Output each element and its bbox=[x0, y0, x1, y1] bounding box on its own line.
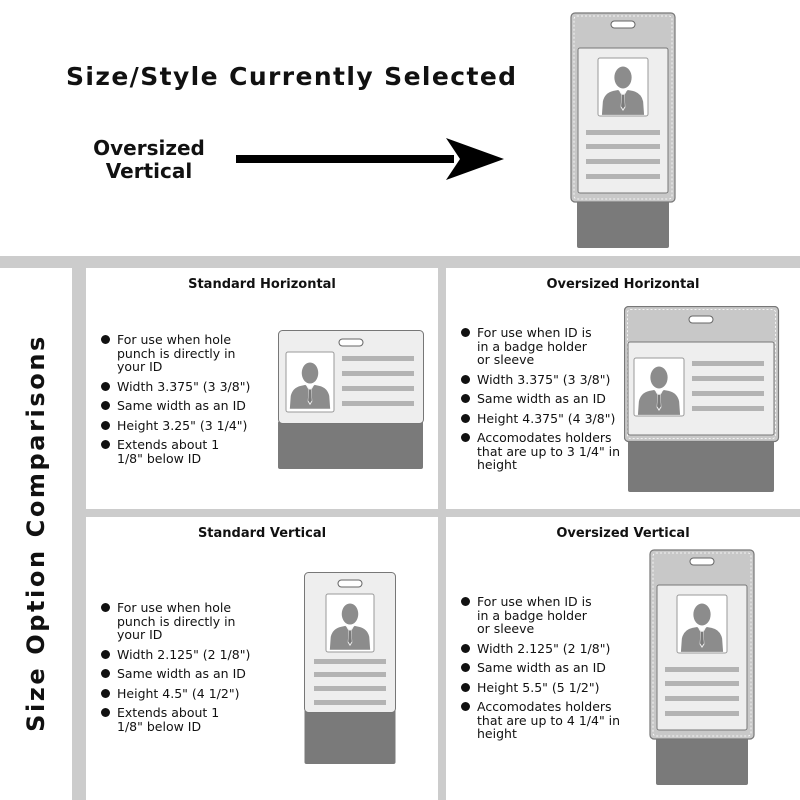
feature-item: Extends about 1 1/8" below ID bbox=[101, 438, 221, 465]
option-title: Standard Vertical bbox=[197, 526, 327, 541]
option-title: Standard Horizontal bbox=[188, 277, 336, 292]
option-oversized-vertical: Oversized Vertical For use when ID is in… bbox=[446, 517, 800, 800]
option-title: Oversized Vertical bbox=[556, 526, 690, 541]
comparisons-side-label: Size Option Comparisons bbox=[22, 334, 50, 732]
standard-horizontal-illustration bbox=[278, 330, 424, 469]
feature-item: Extends about 1 1/8" below ID bbox=[101, 706, 221, 733]
grid-divider-horizontal bbox=[86, 509, 800, 517]
feature-item: Height 4.5" (4 1/2") bbox=[101, 686, 281, 701]
frame-band-vertical bbox=[72, 256, 86, 800]
option-standard-vertical: Standard Vertical For use when hole punc… bbox=[86, 517, 438, 800]
option-features: For use when hole punch is directly in y… bbox=[101, 601, 281, 739]
standard-vertical-illustration bbox=[304, 572, 396, 764]
feature-item: For use when ID is in a badge holder or … bbox=[461, 595, 601, 636]
feature-item: Same width as an ID bbox=[461, 661, 631, 675]
feature-item: Same width as an ID bbox=[101, 399, 281, 413]
feature-item: Accomodates holders that are up to 4 1/4… bbox=[461, 700, 621, 741]
feature-item: Height 5.5" (5 1/2") bbox=[461, 680, 631, 695]
oversized-horizontal-illustration bbox=[624, 306, 780, 492]
selected-title: Size/Style Currently Selected bbox=[66, 62, 518, 91]
feature-item: For use when hole punch is directly in y… bbox=[101, 333, 236, 374]
option-features: For use when hole punch is directly in y… bbox=[101, 333, 281, 471]
feature-item: Width 2.125" (2 1/8") bbox=[101, 647, 281, 662]
arrow-right-icon bbox=[236, 138, 504, 180]
option-title: Oversized Horizontal bbox=[546, 277, 700, 292]
option-features: For use when ID is in a badge holder or … bbox=[461, 595, 631, 747]
feature-item: Same width as an ID bbox=[101, 667, 281, 681]
selected-option-label: Oversized Vertical bbox=[93, 136, 205, 183]
feature-item: Accomodates holders that are up to 3 1/4… bbox=[461, 431, 621, 472]
option-standard-horizontal: Standard Horizontal For use when hole pu… bbox=[86, 268, 438, 509]
feature-item: Width 3.375" (3 3/8") bbox=[101, 379, 281, 394]
selected-badge-illustration bbox=[570, 12, 676, 248]
grid-divider-vertical bbox=[438, 268, 446, 800]
feature-item: For use when hole punch is directly in y… bbox=[101, 601, 236, 642]
feature-item: Same width as an ID bbox=[461, 392, 631, 406]
feature-item: Width 3.375" (3 3/8") bbox=[461, 372, 631, 387]
feature-item: Height 4.375" (4 3/8") bbox=[461, 411, 631, 426]
selected-section: Size/Style Currently Selected Oversized … bbox=[0, 0, 800, 256]
frame-band-horizontal bbox=[0, 256, 800, 268]
feature-item: Height 3.25" (3 1/4") bbox=[101, 418, 281, 433]
feature-item: Width 2.125" (2 1/8") bbox=[461, 641, 631, 656]
option-features: For use when ID is in a badge holder or … bbox=[461, 326, 631, 478]
oversized-vertical-illustration bbox=[649, 549, 755, 785]
feature-item: For use when ID is in a badge holder or … bbox=[461, 326, 601, 367]
option-oversized-horizontal: Oversized Horizontal For use when ID is … bbox=[446, 268, 800, 509]
